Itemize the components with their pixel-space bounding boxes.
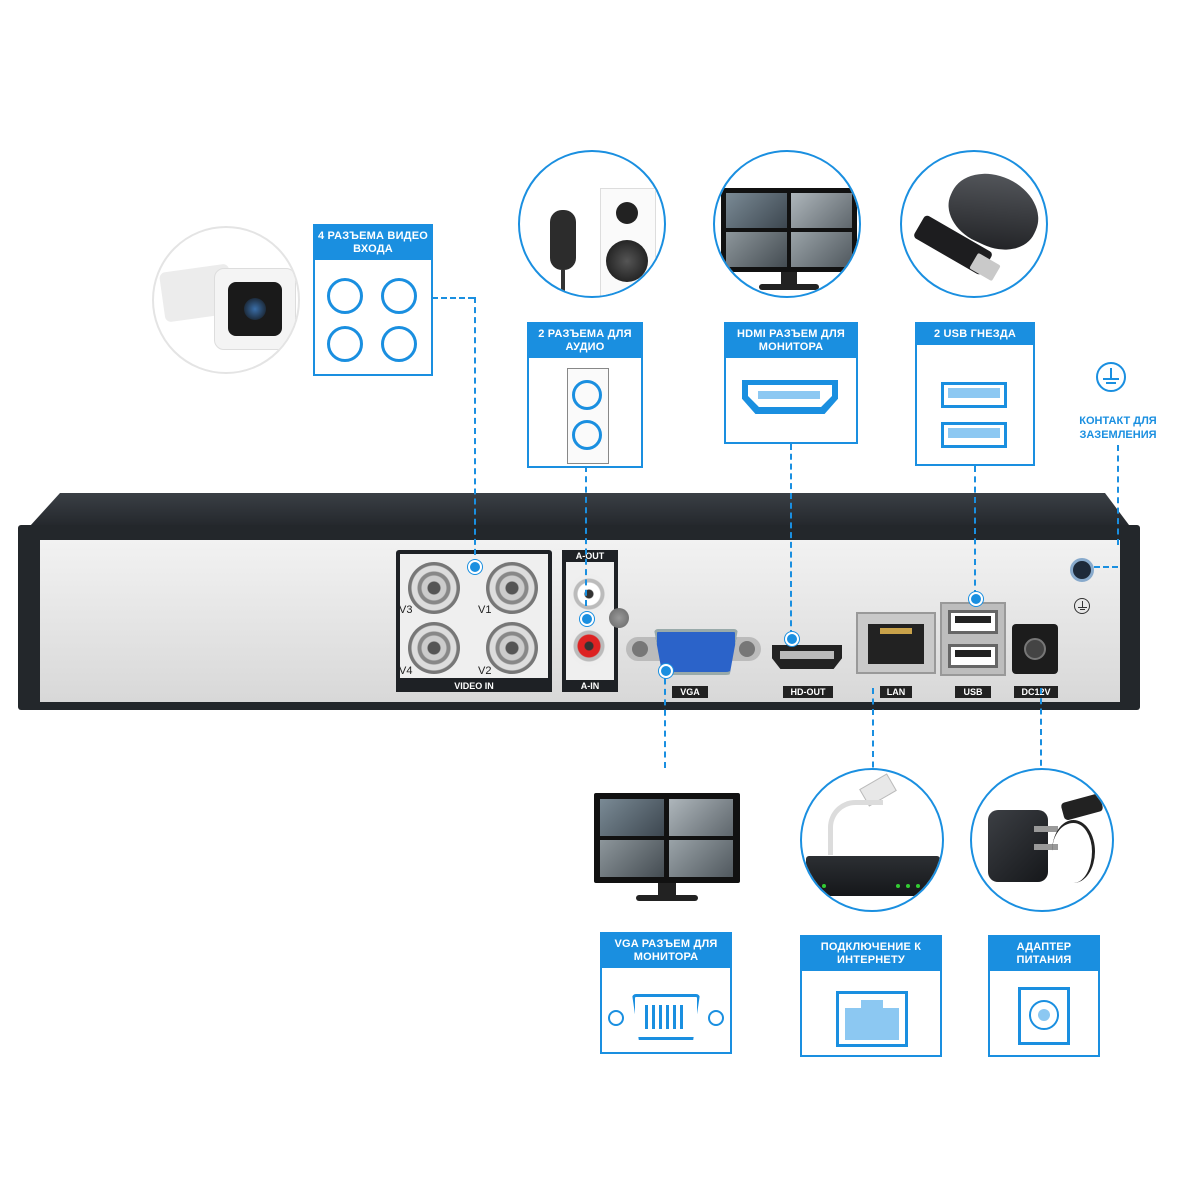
mouse-usb-image [900, 150, 1048, 298]
hdmi-icon [742, 380, 838, 414]
lan-port[interactable] [856, 612, 936, 674]
callout-vga: VGA РАЗЪЕМ ДЛЯ МОНИТОРА [600, 932, 732, 1054]
callout-hdmi-title: HDMI РАЗЪЕМ ДЛЯ МОНИТОРА [726, 324, 856, 358]
label-v4: V4 [399, 665, 413, 677]
label-hd-out: HD-OUT [783, 686, 833, 698]
usb-port-2[interactable] [948, 644, 998, 668]
ground-symbol-icon [1074, 598, 1090, 614]
label-v2: V2 [478, 665, 492, 677]
callout-video-in: 4 РАЗЪЕМА ВИДЕО ВХОДА [313, 224, 433, 376]
callout-vga-title: VGA РАЗЪЕМ ДЛЯ МОНИТОРА [602, 934, 730, 968]
bnc-v3[interactable] [408, 562, 460, 614]
callout-usb: 2 USB ГНЕЗДА [915, 322, 1035, 466]
label-a-in: A-IN [562, 680, 618, 692]
vga-port[interactable] [626, 627, 761, 675]
label-lan: LAN [880, 686, 912, 698]
router-cable-image [800, 768, 944, 912]
label-usb: USB [955, 686, 991, 698]
callout-usb-title: 2 USB ГНЕЗДА [917, 324, 1033, 345]
usb-icon-2 [941, 422, 1007, 448]
usb-port-1[interactable] [948, 610, 998, 634]
vga-monitor-image [594, 793, 740, 907]
ground-screw[interactable] [1070, 558, 1094, 582]
rca-a-in[interactable] [569, 626, 609, 666]
label-vga: VGA [672, 686, 708, 698]
callout-lan-title: ПОДКЛЮЧЕНИЕ К ИНТЕРНЕТУ [802, 937, 940, 971]
callout-video-in-title: 4 РАЗЪЕМА ВИДЕО ВХОДА [315, 226, 431, 260]
power-jack-icon [1018, 987, 1070, 1045]
label-video-in: VIDEO IN [396, 680, 552, 692]
bnc-v1[interactable] [486, 562, 538, 614]
callout-ground-title: КОНТАКТ ДЛЯ ЗАЗЕМЛЕНИЯ [1079, 415, 1157, 441]
callout-power: АДАПТЕР ПИТАНИЯ [988, 935, 1100, 1057]
dc-power-jack[interactable] [1012, 624, 1058, 674]
rca-a-out[interactable] [569, 574, 609, 614]
bnc-v4[interactable] [408, 622, 460, 674]
speaker-microphone-image [518, 150, 666, 298]
callout-power-title: АДАПТЕР ПИТАНИЯ [990, 937, 1098, 971]
hdmi-port[interactable] [772, 645, 842, 669]
label-v1: V1 [478, 604, 492, 616]
callout-audio: 2 РАЗЪЕМА ДЛЯ АУДИО [527, 322, 643, 468]
label-v3: V3 [399, 604, 413, 616]
callout-lan: ПОДКЛЮЧЕНИЕ К ИНТЕРНЕТУ [800, 935, 942, 1057]
bnc-v2[interactable] [486, 622, 538, 674]
usb-icon-1 [941, 382, 1007, 408]
screw [609, 608, 629, 628]
callout-hdmi: HDMI РАЗЪЕМ ДЛЯ МОНИТОРА [724, 322, 858, 444]
hdmi-monitor-image [713, 150, 861, 298]
callout-audio-title: 2 РАЗЪЕМА ДЛЯ АУДИО [529, 324, 641, 358]
camera-image [152, 226, 300, 374]
ground-icon [1096, 362, 1126, 392]
vga-icon [632, 994, 700, 1040]
power-adapter-image [970, 768, 1114, 912]
label-a-out: A-OUT [562, 550, 618, 562]
label-dc12v: DC12V [1014, 686, 1058, 698]
lan-icon [836, 991, 908, 1047]
